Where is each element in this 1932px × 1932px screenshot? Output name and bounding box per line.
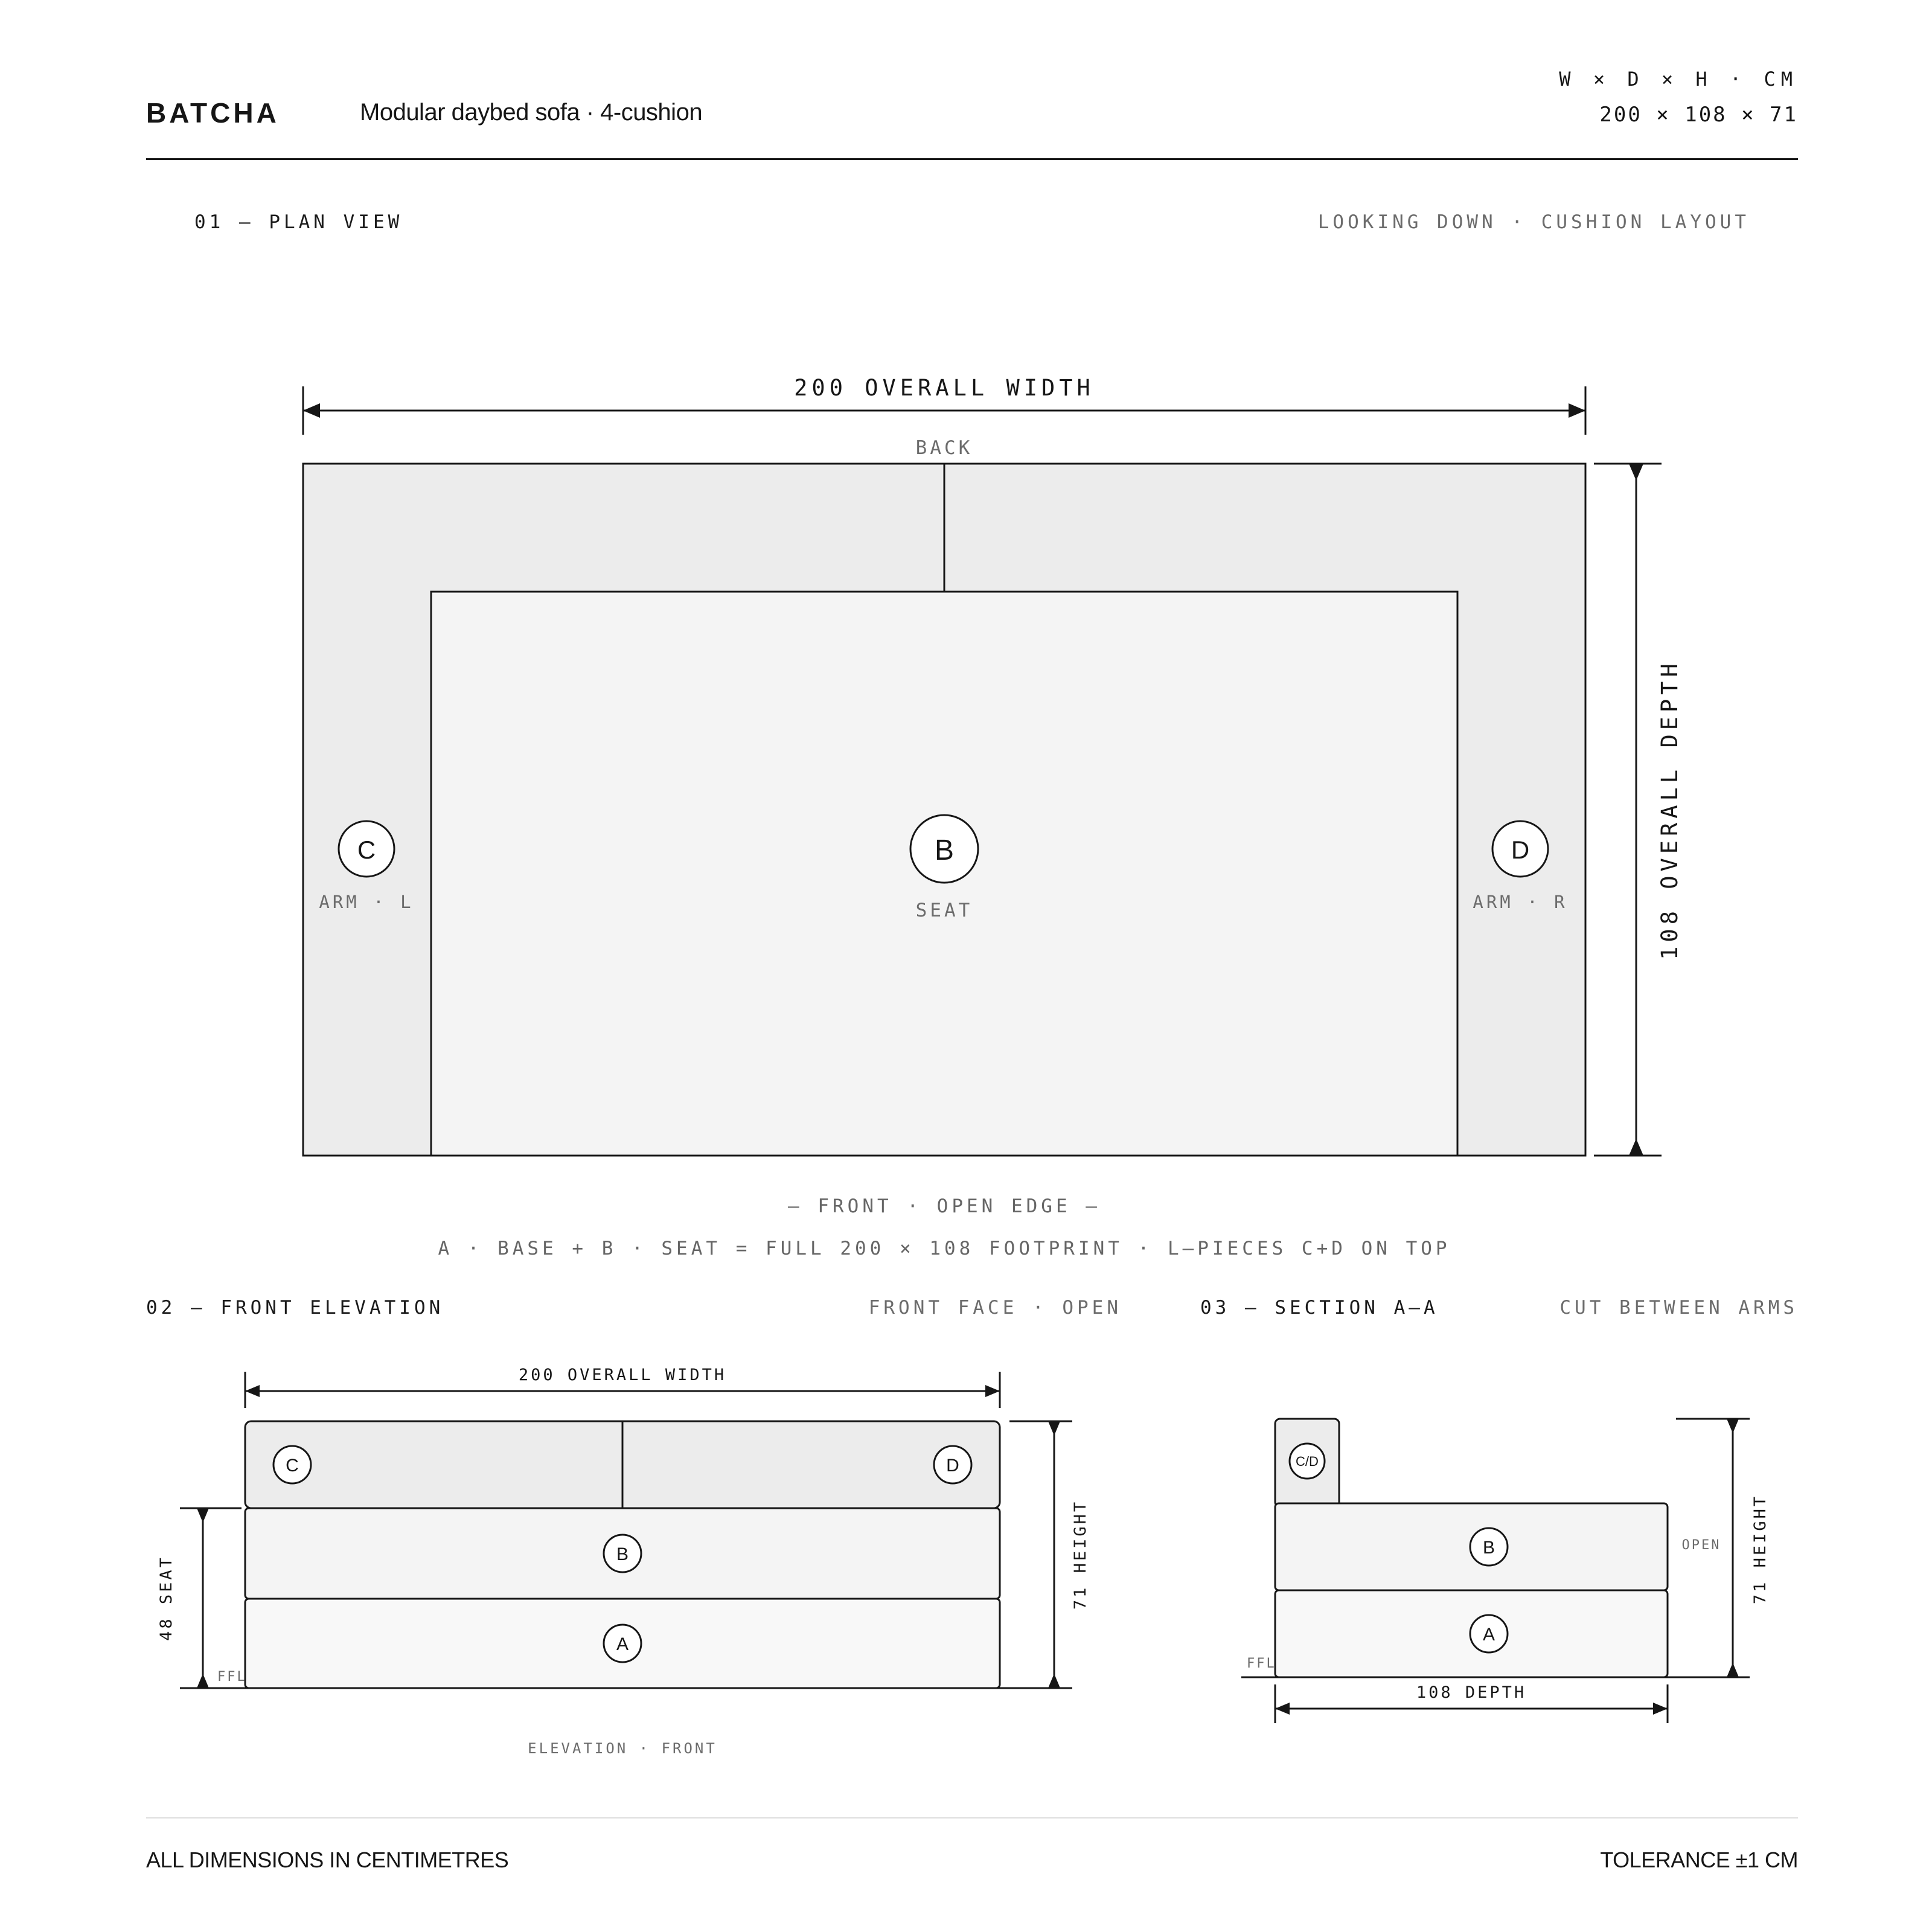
section-open-label: OPEN (1682, 1538, 1721, 1553)
elevation-height-label: 71 HEIGHT (1071, 1500, 1090, 1610)
plan-front-label: — FRONT · OPEN EDGE — (788, 1195, 1101, 1217)
section-height-dimension (1676, 1418, 1750, 1677)
plan-depth-label: 108 OVERALL DEPTH (1657, 659, 1683, 960)
plan-width-dimension (302, 386, 1587, 435)
section-title: 03 — SECTION A—A (1200, 1297, 1439, 1319)
elevation-section-note: FRONT FACE · OPEN (868, 1297, 1122, 1319)
plan-depth-dimension (1594, 462, 1662, 1157)
plan-marker-b (909, 814, 979, 884)
elevation-seat-label: 48 SEAT (157, 1555, 176, 1641)
plan-marker-c (337, 820, 395, 878)
section-depth-dimension (1274, 1684, 1669, 1723)
elevation-marker-b-letter: B (616, 1544, 629, 1564)
plan-arm-right-label: ARM · R (1473, 892, 1567, 912)
elevation-marker-b (603, 1534, 642, 1573)
elevation-height-dimension (1009, 1420, 1072, 1688)
plan-footprint-note: A · BASE + B · SEAT = FULL 200 × 108 FOO… (438, 1238, 1451, 1259)
plan-section-note: LOOKING DOWN · CUSHION LAYOUT (1317, 211, 1750, 233)
plan-marker-d (1491, 820, 1549, 878)
plan-section-title: 01 — PLAN VIEW (194, 211, 403, 233)
front-elevation-drawing: 200 OVERALL WIDTH C D B A FFL 48 SEAT 71… (157, 1366, 1090, 1757)
plan-width-label: 200 OVERALL WIDTH (794, 375, 1095, 401)
elevation-seat-dimension (180, 1507, 242, 1688)
product-subtitle: Modular daybed sofa · 4-cushion (360, 99, 703, 126)
footer-rule (146, 1817, 1798, 1818)
elevation-ffl-label: FFL (217, 1669, 247, 1684)
plan-seat-label: SEAT (916, 900, 973, 921)
section-marker-a-letter: A (1483, 1625, 1495, 1645)
plan-marker-b-letter: B (935, 834, 954, 866)
elevation-marker-d (933, 1445, 973, 1485)
brand-name: BATCHA (146, 97, 280, 129)
elevation-marker-c (272, 1445, 312, 1485)
plan-marker-c-letter: C (357, 836, 376, 864)
section-ffl-label: FFL (1247, 1656, 1276, 1671)
footer-tolerance-note: TOLERANCE ±1 CM (1600, 1847, 1798, 1872)
section-marker-cd (1288, 1442, 1326, 1480)
elevation-width-dimension (244, 1372, 1001, 1408)
header-rule (146, 158, 1798, 160)
section-height-label: 71 HEIGHT (1751, 1494, 1770, 1604)
section-marker-b-letter: B (1483, 1538, 1495, 1558)
plan-arm-left-label: ARM · L (319, 892, 414, 912)
plan-back-label: BACK (916, 437, 973, 459)
plan-view-drawing: 200 OVERALL WIDTH BACK C ARM · L B SEAT … (302, 375, 1683, 1157)
elevation-marker-d-letter: D (946, 1456, 959, 1476)
elevation-marker-a (603, 1623, 642, 1663)
elevation-section-title: 02 — FRONT ELEVATION (146, 1297, 444, 1319)
elevation-marker-c-letter: C (286, 1456, 299, 1476)
section-note: CUT BETWEEN ARMS (1559, 1297, 1798, 1319)
elevation-caption: ELEVATION · FRONT (528, 1740, 717, 1757)
elevation-width-label: 200 OVERALL WIDTH (519, 1366, 726, 1384)
elevation-marker-a-letter: A (616, 1634, 629, 1654)
dimensions-label: W × D × H · CM (1559, 68, 1798, 91)
section-aa-drawing: C/D B A OPEN FFL 71 HEIGHT 108 DEPTH (1241, 1418, 1770, 1723)
section-marker-a (1469, 1614, 1509, 1654)
section-depth-label: 108 DEPTH (1416, 1683, 1526, 1702)
section-marker-b (1469, 1527, 1509, 1567)
plan-marker-d-letter: D (1511, 836, 1529, 864)
footer-units-note: ALL DIMENSIONS IN CENTIMETRES (146, 1847, 509, 1872)
section-marker-cd-letter: C/D (1296, 1454, 1319, 1469)
dimensions-value: 200 × 108 × 71 (1599, 103, 1798, 127)
